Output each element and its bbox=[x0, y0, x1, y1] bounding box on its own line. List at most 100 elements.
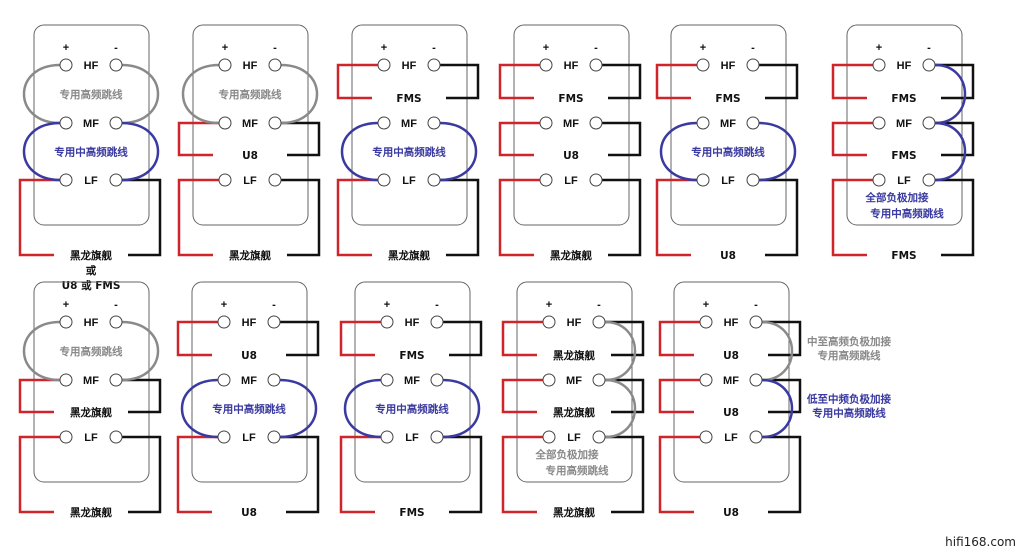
terminal-minus-hf bbox=[746, 58, 760, 72]
cable-label-hf: FMS bbox=[715, 93, 740, 105]
jumper-bar-negative bbox=[604, 378, 637, 439]
black-wire-hf bbox=[602, 63, 642, 100]
terminal-minus-lf bbox=[268, 173, 282, 187]
terminal-plate bbox=[846, 24, 963, 226]
terminal-label-lf: LF bbox=[242, 432, 256, 444]
black-wire-lf bbox=[759, 178, 799, 257]
red-wire-hf bbox=[498, 63, 540, 100]
cable-label-mf: U8 bbox=[242, 150, 258, 162]
terminal-plus-mf bbox=[380, 373, 394, 387]
terminal-label-lf: LF bbox=[724, 432, 738, 444]
terminal-label-lf: LF bbox=[243, 175, 257, 187]
terminal-label-mf: MF bbox=[241, 375, 257, 387]
terminal-plate bbox=[192, 24, 309, 226]
red-wire-hf bbox=[339, 320, 381, 357]
black-wire-mf bbox=[602, 121, 642, 157]
cable-label-mf: U8 bbox=[563, 150, 579, 162]
terminal-minus-hf bbox=[592, 315, 606, 329]
terminal-label-lf: LF bbox=[405, 432, 419, 444]
terminal-label-mf: MF bbox=[566, 375, 582, 387]
minus-sign: - bbox=[114, 299, 118, 311]
terminal-minus-mf bbox=[589, 116, 603, 130]
jumper-bar-plus bbox=[22, 320, 61, 382]
terminal-minus-lf bbox=[746, 173, 760, 187]
cable-label-hf: FMS bbox=[396, 93, 421, 105]
terminal-label-lf: LF bbox=[84, 175, 98, 187]
jumper-bar-minus bbox=[121, 63, 160, 125]
red-wire-lf bbox=[831, 178, 873, 257]
watermark: hifi168.com bbox=[945, 535, 1016, 549]
terminal-minus-mf bbox=[109, 373, 123, 387]
terminal-minus-hf bbox=[109, 58, 123, 72]
jumper-bar-minus bbox=[280, 63, 319, 125]
plus-sign: + bbox=[703, 299, 709, 311]
terminal-plus-hf bbox=[696, 58, 710, 72]
terminal-plate bbox=[513, 24, 630, 226]
red-wire-lf bbox=[18, 435, 60, 514]
black-wire-lf bbox=[280, 435, 320, 514]
panel-note: 全部负极加接 bbox=[865, 191, 929, 204]
terminal-plus-mf bbox=[872, 116, 886, 130]
terminal-minus-hf bbox=[267, 315, 281, 329]
red-wire-mf bbox=[177, 121, 219, 157]
red-wire-lf bbox=[339, 435, 381, 514]
red-wire-lf bbox=[177, 178, 219, 257]
black-wire-hf bbox=[443, 320, 483, 357]
terminal-minus-lf bbox=[589, 173, 603, 187]
terminal-minus-hf bbox=[922, 58, 936, 72]
black-wire-hf bbox=[935, 63, 975, 100]
terminal-label-lf: LF bbox=[84, 432, 98, 444]
terminal-plus-lf bbox=[539, 173, 553, 187]
red-wire-hf bbox=[176, 320, 218, 357]
terminal-minus-hf bbox=[430, 315, 444, 329]
jumper-label: 专用高频跳线 bbox=[219, 88, 282, 101]
terminal-label-lf: LF bbox=[897, 175, 911, 187]
terminal-minus-lf bbox=[922, 173, 936, 187]
minus-sign: - bbox=[272, 299, 276, 311]
terminal-minus-hf bbox=[589, 58, 603, 72]
terminal-label-hf: HF bbox=[84, 60, 99, 72]
terminal-minus-lf bbox=[592, 430, 606, 444]
jumper-bar-minus bbox=[121, 320, 160, 382]
plus-sign: + bbox=[700, 42, 706, 54]
terminal-label-mf: MF bbox=[720, 118, 736, 130]
plus-sign: + bbox=[384, 299, 390, 311]
terminal-label-hf: HF bbox=[567, 317, 582, 329]
cable-label-hf: 黑龙旗舰 bbox=[553, 349, 595, 362]
jumper-label: 专用高频跳线 bbox=[60, 88, 123, 101]
minus-sign: - bbox=[432, 42, 436, 54]
terminal-plus-hf bbox=[699, 315, 713, 329]
terminal-plus-hf bbox=[542, 315, 556, 329]
black-wire-lf bbox=[935, 178, 975, 257]
plus-sign: + bbox=[63, 299, 69, 311]
cable-label-lf: U8 bbox=[241, 507, 257, 519]
jumper-bar-negative bbox=[761, 378, 794, 439]
terminal-plus-mf bbox=[59, 373, 73, 387]
red-wire-mf bbox=[501, 378, 543, 414]
jumper-bar-plus bbox=[181, 63, 220, 125]
plus-sign: + bbox=[222, 42, 228, 54]
terminal-minus-lf bbox=[749, 430, 763, 444]
terminal-label-hf: HF bbox=[243, 60, 258, 72]
jumper-bar-negative bbox=[934, 121, 967, 182]
terminal-plus-lf bbox=[380, 430, 394, 444]
terminal-plus-lf bbox=[699, 430, 713, 444]
plus-sign: + bbox=[221, 299, 227, 311]
jumper-bar-plus bbox=[659, 121, 698, 182]
black-wire-mf bbox=[281, 121, 321, 157]
cable-label-lf: U8 或 FMS bbox=[62, 279, 121, 292]
minus-sign: - bbox=[114, 42, 118, 54]
terminal-label-lf: LF bbox=[721, 175, 735, 187]
terminal-plus-lf bbox=[542, 430, 556, 444]
terminal-minus-hf bbox=[268, 58, 282, 72]
panel-note: 专用中高频跳线 bbox=[870, 207, 944, 220]
terminal-label-mf: MF bbox=[83, 118, 99, 130]
terminal-label-mf: MF bbox=[242, 118, 258, 130]
red-wire-lf bbox=[658, 435, 700, 514]
